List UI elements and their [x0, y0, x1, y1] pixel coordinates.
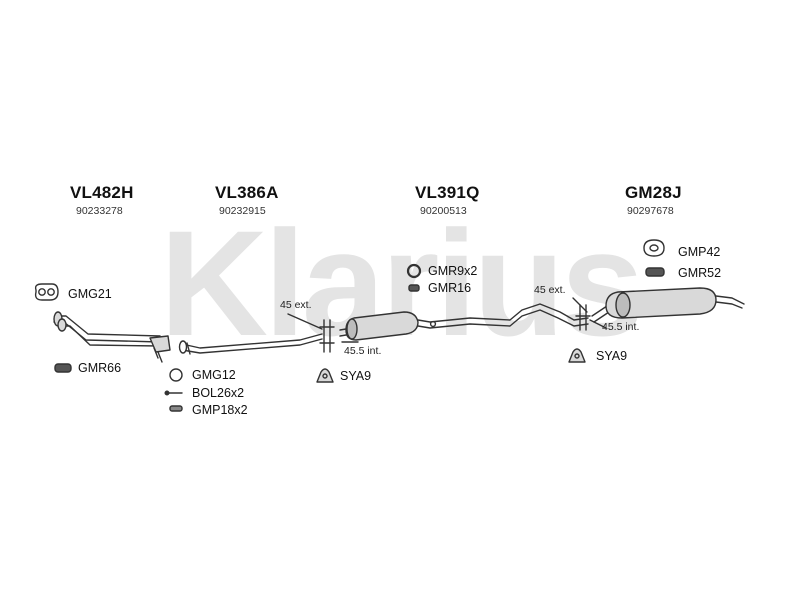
section-number-vl482h: 90233278: [76, 205, 123, 217]
part-label-gmp18x2: GMP18x2: [192, 403, 248, 417]
part-label-gmr66: GMR66: [78, 361, 122, 375]
dimension-int-2: 45.5 int.: [602, 321, 640, 333]
watermark-logo: Klarius: [160, 199, 641, 367]
part-label-gmg12: GMG12: [192, 368, 236, 382]
part-label-gmr9x2: GMR9x2: [428, 264, 478, 278]
ring-gmr16-icon: [408, 284, 420, 292]
intermediate-pipe-vl386a: [178, 333, 323, 355]
middle-silencer-vl391q: [339, 303, 589, 341]
hanger-sya9-mid-icon: [316, 368, 334, 383]
part-label-gmr16: GMR16: [428, 281, 472, 295]
dimension-ext-2: 45 ext.: [534, 284, 566, 296]
part-label-gmg21: GMG21: [68, 287, 112, 301]
rear-silencer-gm28j: [591, 287, 745, 323]
dimension-int-1: 45.5 int.: [344, 345, 382, 357]
section-number-gm28j: 90297678: [627, 205, 674, 217]
dimension-ext-1: 45 ext.: [280, 299, 312, 311]
clamp-gmp18x2-icon: [169, 405, 183, 412]
gasket-gmg12-icon: [169, 368, 183, 382]
part-label-gmr52: GMR52: [678, 266, 722, 280]
section-number-vl386a: 90232915: [219, 205, 266, 217]
connector-marker-2: [572, 297, 607, 331]
front-pipe-vl482h: [53, 311, 171, 363]
part-label-gmp42: GMP42: [678, 245, 721, 259]
bolt-bol26x2-icon: [164, 390, 183, 396]
part-label-sya9-mid: SYA9: [340, 369, 372, 383]
ring-gmr66-icon: [54, 363, 72, 373]
section-code-vl386a: VL386A: [215, 183, 279, 202]
part-label-bol26x2: BOL26x2: [192, 386, 245, 400]
gasket-gmp42-icon: [643, 239, 665, 257]
ring-gmr9x2-icon: [406, 263, 422, 279]
part-label-sya9-rear: SYA9: [596, 349, 628, 363]
ring-gmr52-icon: [645, 267, 665, 277]
section-code-gm28j: GM28J: [625, 183, 682, 202]
section-code-vl482h: VL482H: [70, 183, 134, 202]
section-number-vl391q: 90200513: [420, 205, 467, 217]
hanger-sya9-rear-icon: [568, 348, 586, 363]
connector-marker-1: [287, 313, 359, 353]
gasket-gmg21-icon: [34, 283, 59, 301]
section-code-vl391q: VL391Q: [415, 183, 480, 202]
